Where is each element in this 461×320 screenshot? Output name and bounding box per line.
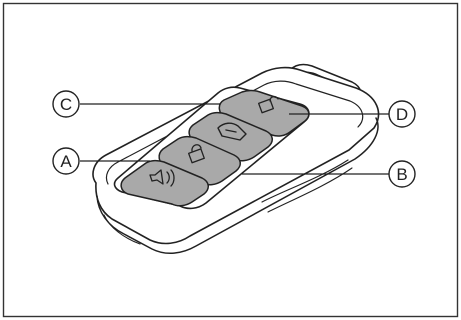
callout-b-label: B	[396, 165, 407, 184]
callout-leaders	[80, 103, 389, 175]
key-fob	[92, 63, 380, 254]
unlock-icon	[258, 95, 279, 114]
horn-icon	[149, 169, 175, 187]
callout-a-label: A	[60, 152, 72, 171]
callout-c-label: C	[60, 95, 72, 114]
callout-b: B	[388, 160, 416, 188]
lock-icon	[188, 144, 205, 164]
figure-frame	[2, 2, 459, 318]
callout-d-label: D	[396, 105, 408, 124]
callout-a: A	[52, 147, 80, 175]
trunk-icon	[217, 122, 247, 141]
callout-d: D	[388, 100, 416, 128]
callout-c: C	[52, 90, 80, 118]
button-a-horn	[120, 159, 209, 207]
